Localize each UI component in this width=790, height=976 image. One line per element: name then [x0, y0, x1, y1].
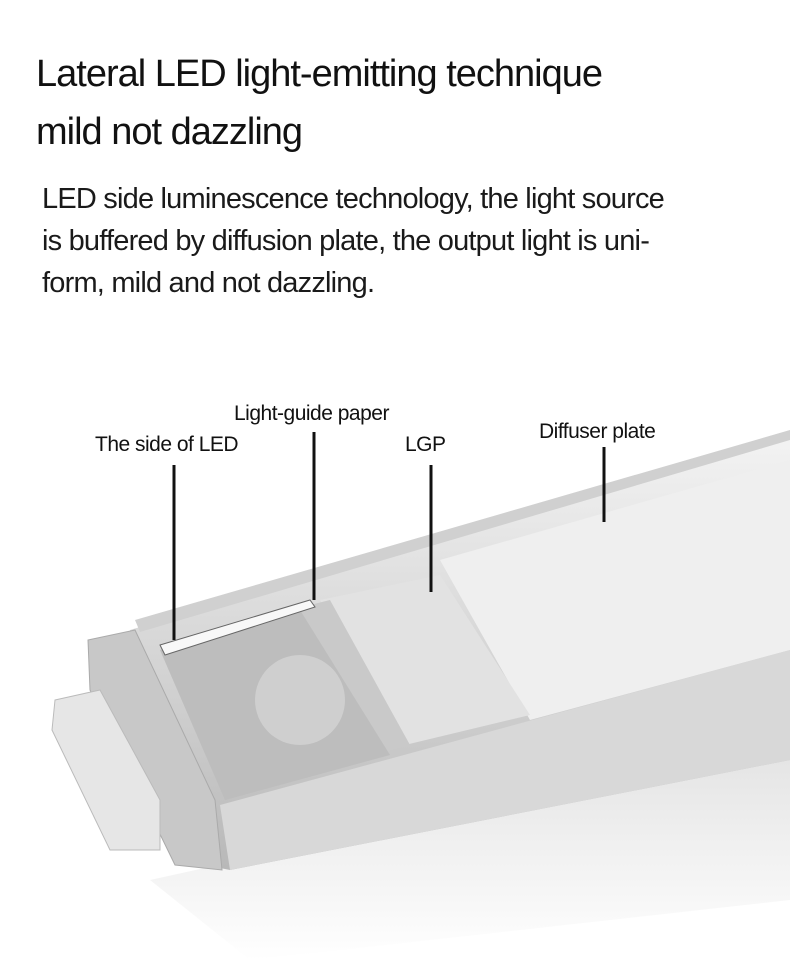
end-cap: [87, 629, 223, 871]
rail-bottom: [220, 650, 790, 870]
inner-disc: [255, 655, 345, 745]
page-title-line2: mild not dazzling: [36, 111, 303, 153]
description-line2: is buffered by diffusion plate, the outp…: [42, 225, 650, 257]
description-line1: LED side luminescence technology, the li…: [42, 183, 665, 215]
label-light-guide-paper: Light-guide paper: [234, 402, 389, 425]
diffuser-plate: [440, 460, 790, 720]
led-strip: [159, 599, 316, 656]
end-plug: [51, 689, 161, 851]
description-line3: form, mild and not dazzling.: [42, 267, 375, 299]
rail-top: [135, 430, 790, 632]
label-lgp: LGP: [405, 433, 446, 456]
lgp: [320, 575, 530, 745]
label-diffuser-plate: Diffuser plate: [539, 420, 656, 443]
light-guide-paper: [290, 600, 410, 752]
description: LED side luminescence technology, the li…: [42, 178, 772, 304]
label-side-of-led: The side of LED: [95, 433, 239, 456]
floor-shadow: [150, 740, 790, 960]
page-title-line1: Lateral LED light-emitting technique: [36, 53, 603, 95]
